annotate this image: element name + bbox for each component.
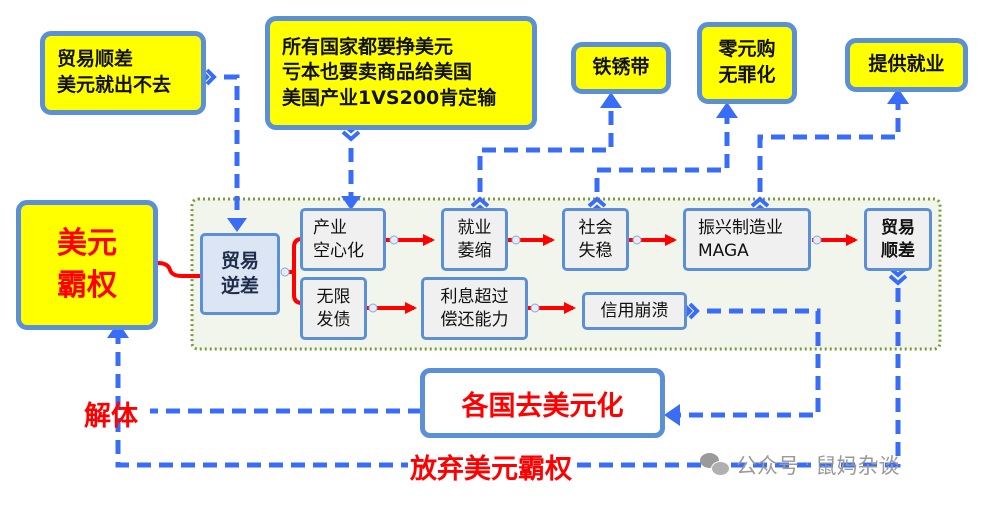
callout-line: 贸易顺差 xyxy=(57,48,134,71)
arrowhead-to-jobs xyxy=(887,88,909,104)
callout-trade-surplus[interactable]: 贸易顺差 美元就出不去 xyxy=(40,31,206,115)
collapse-toggle-icon xyxy=(389,235,399,245)
node-social-unrest[interactable]: 社会 失稳 xyxy=(562,208,629,271)
root-line: 美元 xyxy=(57,226,117,261)
watermark-prefix: 公众号 xyxy=(736,454,799,478)
dedollarization-label: 各国去美元化 xyxy=(461,390,624,422)
connector-credit-to-dedollar xyxy=(680,308,821,418)
connector-mfg-to-jobs xyxy=(757,102,901,192)
callout-line: 铁锈带 xyxy=(592,56,650,79)
node-trade-surplus[interactable]: 贸易 顺差 xyxy=(864,208,932,271)
node-jobs-shrink[interactable]: 就业 萎缩 xyxy=(441,208,508,271)
node-trade-deficit[interactable]: 贸易 逆差 xyxy=(200,233,280,315)
callout-line: 所有国家都要挣美元 xyxy=(282,35,454,58)
connector-social-to-zero xyxy=(594,118,730,192)
collapse-toggle-icon xyxy=(280,267,290,277)
label-abandon-hegemony: 放弃美元霸权 xyxy=(408,447,574,486)
node-line: 无限 xyxy=(316,287,351,308)
root-dollar-hegemony[interactable]: 美元 霸权 xyxy=(16,200,158,330)
root-line: 霸权 xyxy=(57,268,117,303)
node-industry-hollowing[interactable]: 产业 空心化 xyxy=(300,208,386,271)
node-line: 社会 xyxy=(578,218,613,239)
arrowhead-to-root xyxy=(107,322,129,338)
collapse-toggle-icon xyxy=(812,235,822,245)
node-credit-collapse[interactable]: 信用崩溃 xyxy=(582,292,687,330)
arrowhead-to-deficit xyxy=(227,218,247,232)
callout-provide-jobs[interactable]: 提供就业 xyxy=(845,38,968,92)
label-disintegrate: 解体 xyxy=(84,401,138,432)
node-line: MAGA xyxy=(698,240,749,261)
node-interest-exceeds[interactable]: 利息超过 偿还能力 xyxy=(421,277,528,340)
node-line: 利息超过 xyxy=(440,287,509,308)
arrowhead-to-zero xyxy=(716,102,738,118)
node-unlimited-debt[interactable]: 无限 发债 xyxy=(300,277,367,340)
callout-line: 美元就出不去 xyxy=(57,74,172,96)
callout-rust-belt[interactable]: 铁锈带 xyxy=(571,42,671,94)
node-dedollarization[interactable]: 各国去美元化 xyxy=(420,368,665,438)
collapse-toggle-icon xyxy=(368,303,378,313)
node-line: 失稳 xyxy=(578,240,613,261)
callout-line: 提供就业 xyxy=(868,53,945,76)
node-line: 贸易 xyxy=(220,250,259,273)
node-line: 产业 xyxy=(313,218,347,239)
watermark: 公众号 · 鼠妈杂谈 xyxy=(700,450,899,480)
callout-zero-yuan[interactable]: 零元购 无罪化 xyxy=(697,22,797,104)
arrowhead-to-hollowing xyxy=(341,196,361,210)
callout-line: 亏本也要卖商品给美国 xyxy=(282,61,473,84)
arrowhead-to-dedollar xyxy=(664,404,680,426)
collapse-toggle-icon xyxy=(632,235,642,245)
collapse-toggle-icon xyxy=(530,303,540,313)
connector-surplus-down-loop xyxy=(115,288,901,468)
node-revive-manufacturing[interactable]: 振兴制造业 MAGA xyxy=(683,208,811,271)
wechat-icon xyxy=(700,453,730,477)
node-line: 信用崩溃 xyxy=(600,300,669,321)
connector-root-to-deficit xyxy=(157,261,200,278)
callout-line: 零元购 xyxy=(718,38,776,61)
callout-all-countries[interactable]: 所有国家都要挣美元 亏本也要卖商品给美国 美国产业1VS200肯定输 xyxy=(265,16,537,130)
node-line: 空心化 xyxy=(313,240,364,261)
watermark-name: 鼠妈杂谈 xyxy=(815,454,900,478)
arrowhead-to-rustbelt xyxy=(600,92,622,108)
node-line: 贸易 xyxy=(881,218,915,239)
node-line: 就业 xyxy=(457,218,492,239)
node-line: 振兴制造业 xyxy=(698,218,783,239)
collapse-toggle-icon xyxy=(511,235,521,245)
node-line: 逆差 xyxy=(220,275,259,297)
node-line: 萎缩 xyxy=(457,240,492,261)
node-line: 顺差 xyxy=(881,240,915,261)
watermark-separator: · xyxy=(805,457,810,473)
callout-line: 无罪化 xyxy=(718,64,776,86)
node-line: 发债 xyxy=(316,309,351,330)
callout-line: 美国产业1VS200肯定输 xyxy=(282,86,497,109)
connector-surplus-callout-to-deficit xyxy=(224,74,240,222)
node-line: 偿还能力 xyxy=(440,309,509,330)
